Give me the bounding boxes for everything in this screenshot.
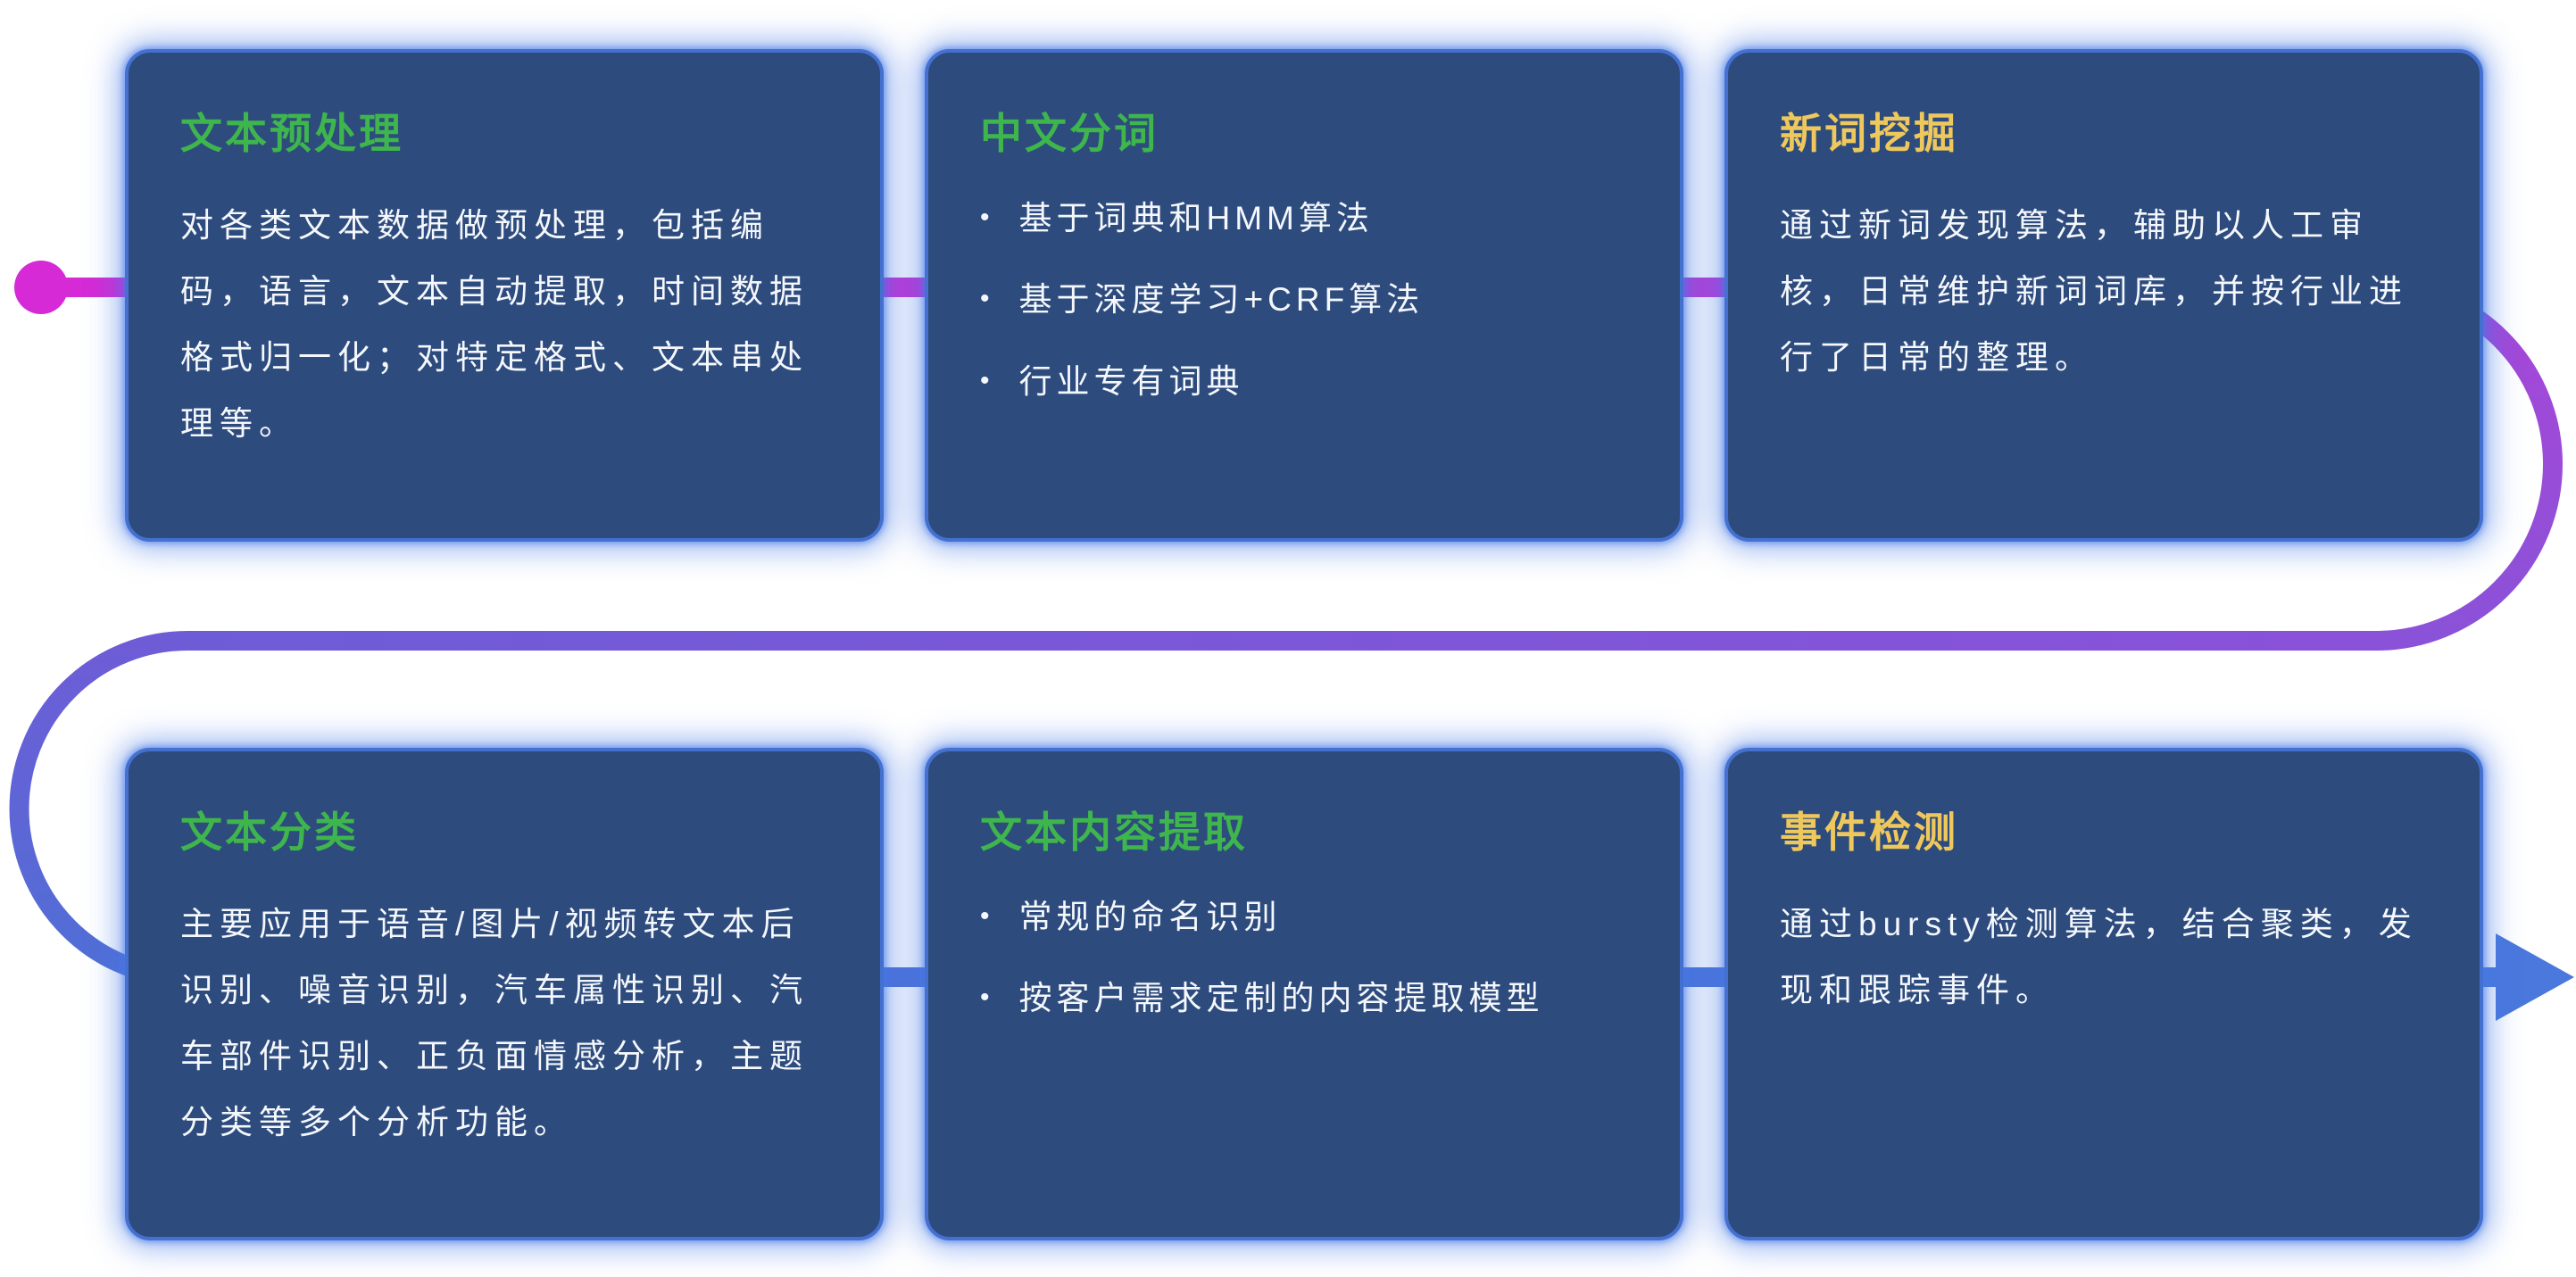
bullet-text: 基于词典和HMM算法 — [1018, 200, 1374, 236]
bullet-text: 按客户需求定制的内容提取模型 — [1018, 980, 1544, 1017]
bullet-text: 常规的命名识别 — [1018, 899, 1282, 935]
card-text-classification: 文本分类 主要应用于语音/图片/视频转文本后识别、噪音识别，汽车属性识别、汽车部… — [125, 748, 884, 1240]
card-title: 新词挖掘 — [1780, 110, 1958, 157]
card-text-content-extraction: 文本内容提取 • 常规的命名识别 • 按客户需求定制的内容提取模型 — [925, 748, 1683, 1240]
card-title: 文本预处理 — [180, 110, 403, 157]
bullet-text: 基于深度学习+CRF算法 — [1018, 281, 1425, 319]
card-event-detection: 事件检测 通过bursty检测算法，结合聚类，发现和跟踪事件。 — [1724, 748, 2483, 1240]
card-body-text: 通过bursty检测算法，结合聚类，发现和跟踪事件。 — [1780, 906, 2418, 1008]
bullet-list: • 基于词典和HMM算法 • 基于深度学习+CRF算法 • 行业专有词典 — [980, 193, 1628, 407]
card-title: 中文分词 — [980, 110, 1159, 157]
card-new-word-mining: 新词挖掘 通过新词发现算法，辅助以人工审核，日常维护新词词库，并按行业进行了日常… — [1724, 49, 2483, 542]
bullet-icon: • — [980, 901, 994, 931]
card-text-preprocessing: 文本预处理 对各类文本数据做预处理，包括编码，语言，文本自动提取，时间数据格式归… — [125, 49, 884, 542]
bullet-item: • 按客户需求定制的内容提取模型 — [980, 973, 1628, 1024]
bullet-item: • 基于词典和HMM算法 — [980, 193, 1628, 244]
card-body-text: 对各类文本数据做预处理，包括编码，语言，文本自动提取，时间数据格式归一化；对特定… — [180, 207, 809, 442]
bullet-item: • 行业专有词典 — [980, 356, 1628, 407]
card-body-text: 主要应用于语音/图片/视频转文本后识别、噪音识别，汽车属性识别、汽车部件识别、正… — [180, 906, 809, 1140]
card-title: 文本内容提取 — [980, 808, 1248, 856]
bullet-item: • 常规的命名识别 — [980, 891, 1628, 942]
bullet-icon: • — [980, 203, 994, 232]
card-title: 文本分类 — [180, 808, 359, 856]
bullet-text: 行业专有词典 — [1018, 362, 1244, 400]
bullet-icon: • — [980, 284, 994, 314]
card-body-text: 通过新词发现算法，辅助以人工审核，日常维护新词词库，并按行业进行了日常的整理。 — [1780, 207, 2408, 376]
flow-end-arrow-icon — [2496, 933, 2574, 1021]
bullet-icon: • — [980, 983, 994, 1013]
bullet-item: • 基于深度学习+CRF算法 — [980, 274, 1628, 325]
card-title: 事件检测 — [1780, 808, 1958, 856]
bullet-icon: • — [980, 365, 994, 395]
bullet-list: • 常规的命名识别 • 按客户需求定制的内容提取模型 — [980, 891, 1628, 1024]
card-chinese-word-segmentation: 中文分词 • 基于词典和HMM算法 • 基于深度学习+CRF算法 • 行业专有词… — [925, 49, 1683, 542]
flow-line-left-curve — [9, 631, 188, 987]
